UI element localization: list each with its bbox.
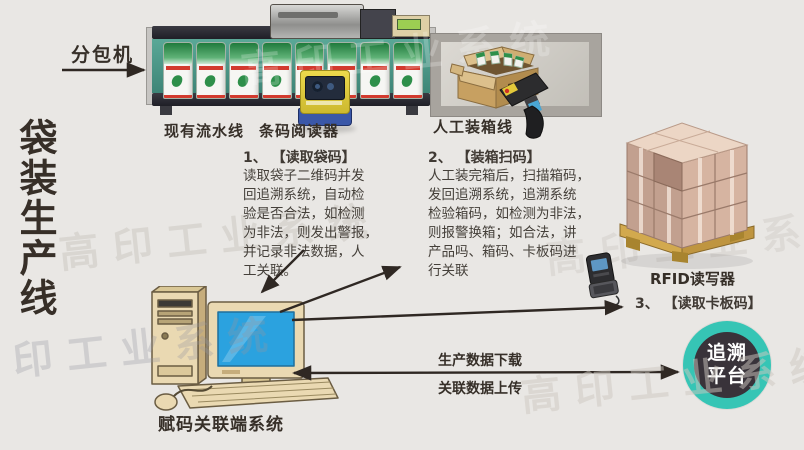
conveyor-label: 现有流水线 (164, 122, 245, 140)
leaf-icon (203, 73, 217, 88)
bag-stripe (395, 65, 421, 70)
handheld-scanner (499, 72, 549, 139)
rfid-handheld-device (585, 252, 620, 306)
subpackaging-machine (270, 4, 364, 39)
leaf-icon (236, 73, 250, 88)
barcode-reader-label: 条码阅读器 (259, 122, 340, 140)
step3-label: 3、 【读取卡板码】 (635, 296, 762, 312)
bags-in-box (475, 50, 525, 69)
traceability-platform-badge: 追溯 平台 (694, 332, 760, 398)
step2-heading: 2、 【装箱扫码】 (428, 150, 541, 166)
barcode-reader-shadow (294, 124, 356, 133)
missing-box-notch (653, 152, 683, 192)
platform-label-line2: 平台 (706, 365, 747, 387)
conveyor-leg (406, 106, 418, 115)
step1-heading: 1、 【读取袋码】 (243, 150, 356, 166)
leaf-icon (170, 73, 184, 88)
bag-foot (229, 95, 258, 98)
pallet-stack (619, 122, 755, 269)
bag-foot (164, 95, 192, 98)
computer-mouse (154, 393, 178, 411)
bag-foot (361, 95, 390, 98)
barcode-reader-lens-icon (327, 83, 334, 90)
bag-top (328, 43, 357, 64)
platform-label-line1: 追溯 (706, 342, 747, 364)
bag-top (262, 43, 291, 64)
product-bag (360, 42, 391, 99)
bag-row (163, 42, 423, 99)
leaf-icon (368, 73, 381, 88)
bag-foot (394, 95, 422, 98)
rfid-screen (590, 258, 609, 272)
monitor-screen (217, 311, 295, 367)
bag-stripe (330, 65, 355, 70)
carton-stack (625, 122, 749, 249)
machine-slot (278, 12, 338, 18)
product-bag (228, 42, 259, 99)
step2-body: 人工装完箱后，扫描箱码， 发回追溯系统，追溯系统 检验箱码，如检测为非法， 则报… (428, 168, 590, 279)
bag-foot (262, 95, 291, 98)
rfid-reader-label: RFID读写器 (650, 270, 735, 288)
bag-top (295, 43, 324, 64)
bag-top (164, 43, 192, 64)
bag-stripe (362, 65, 388, 70)
arrow-terminal-platform-bidirectional (292, 364, 680, 381)
step1-body: 读取袋子二维码并发 回追溯系统，自动检 验是否合法，如检测 为非法，则发出警报，… (243, 168, 378, 279)
conveyor-leg (160, 106, 172, 115)
bag-top (196, 43, 225, 64)
bag-top (394, 43, 422, 64)
product-bag (163, 42, 193, 99)
scanner-red-dot-icon (504, 88, 510, 94)
packing-line-label: 人工装箱线 (433, 118, 514, 136)
bag-stripe (198, 65, 224, 70)
bag-top (229, 43, 258, 64)
terminal-system-label: 赋码关联端系统 (158, 415, 284, 435)
feeder-label: 分包机 (71, 44, 135, 66)
machine-lcd-display (397, 19, 421, 30)
bag-top (361, 43, 390, 64)
barcode-reader-brand-stripe (306, 101, 342, 105)
bag-stripe (297, 65, 322, 70)
bag-stripe (165, 65, 191, 70)
bag-stripe (231, 65, 256, 70)
page-title: 袋装生产线 (13, 118, 57, 318)
machine-module (360, 9, 396, 39)
bag-stripe (264, 65, 289, 70)
product-bag (195, 42, 226, 99)
carton-box (450, 46, 539, 109)
bag-foot (196, 95, 225, 98)
leaf-icon (269, 73, 283, 88)
download-label: 生产数据下载 (438, 353, 522, 369)
terminal-computer (151, 286, 339, 411)
barcode-reader-window (305, 76, 345, 100)
barcode-reader-lens-icon (312, 81, 323, 92)
leaf-icon (401, 73, 414, 88)
product-bag (261, 42, 292, 99)
product-bag (393, 42, 423, 99)
upload-label: 关联数据上传 (438, 381, 522, 397)
